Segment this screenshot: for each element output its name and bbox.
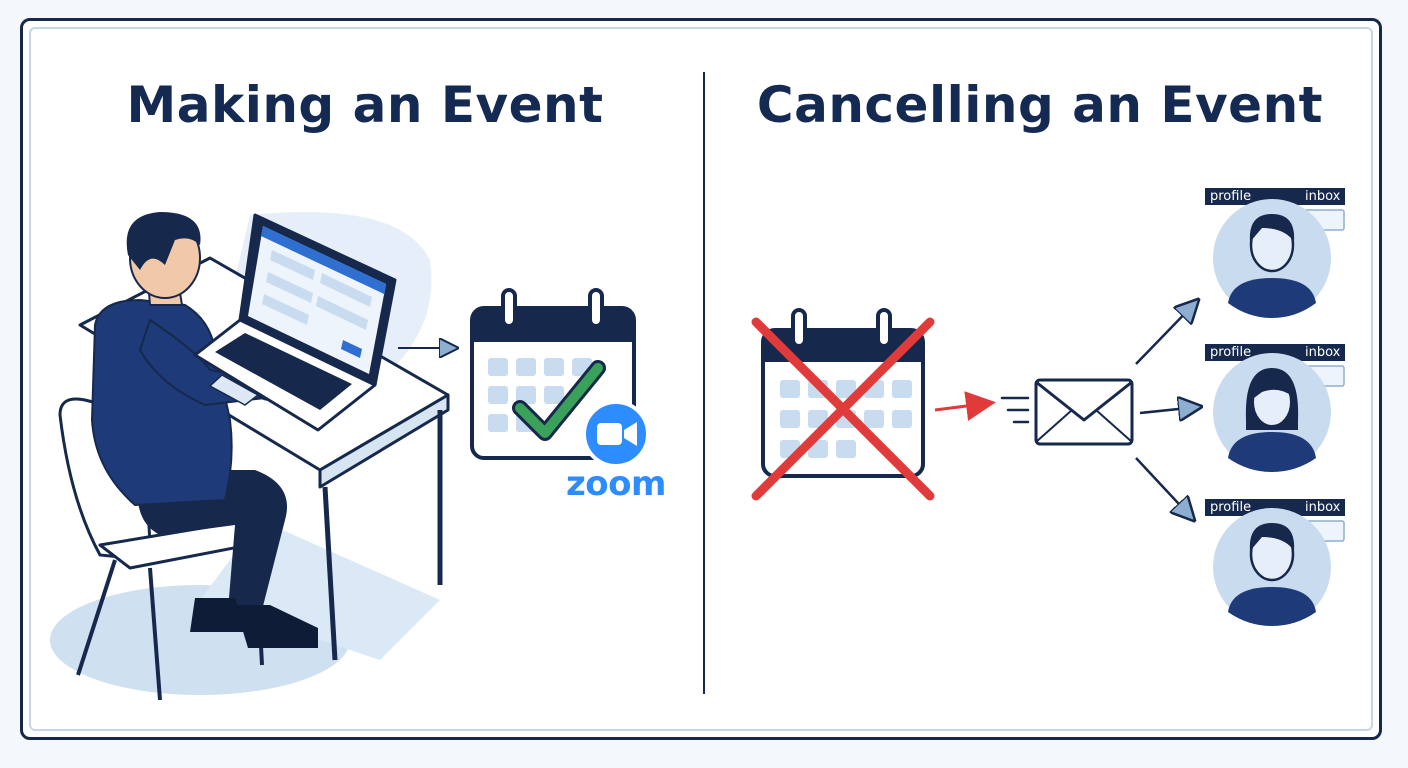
profile-tab-label: profile — [1210, 345, 1252, 360]
profile-tab-label: profile — [1210, 189, 1252, 204]
laptop-keyboard — [215, 333, 352, 410]
desk-edge — [318, 393, 450, 489]
recipient-card-3 — [1205, 499, 1345, 626]
inbox-tab-label: inbox — [1305, 500, 1341, 515]
person-shoe — [235, 605, 318, 648]
male-avatar-icon — [1228, 278, 1316, 318]
title-cancelling-event: Cancelling an Event — [756, 76, 1324, 134]
zoom-logo-text: zoom — [566, 464, 666, 504]
laptop-submit-button — [341, 340, 362, 358]
inner-frame — [29, 27, 1373, 731]
profile-tab-label: profile — [1210, 500, 1252, 515]
person-torso — [90, 298, 233, 507]
title-making-event: Making an Event — [126, 76, 604, 134]
laptop-form-field — [270, 250, 315, 280]
check-icon-fill — [515, 363, 603, 438]
person-at-desk-scene — [50, 212, 450, 701]
chair-leg — [76, 559, 117, 676]
arrow-to-recipient-3 — [1135, 457, 1192, 518]
panel-divider — [703, 72, 705, 694]
inbox-tab-label: inbox — [1305, 189, 1341, 204]
inbox-tab-label: inbox — [1305, 345, 1341, 360]
red-arrow-icon — [934, 391, 996, 421]
arrow-to-recipient-1 — [1135, 302, 1196, 365]
laptop-icon — [193, 213, 397, 432]
desk-leg — [322, 486, 338, 661]
cancelled-calendar-icon — [761, 308, 925, 478]
arrow-to-recipient-2 — [1139, 407, 1198, 413]
recipient-card-1 — [1205, 188, 1345, 318]
zoom-camera-icon — [582, 400, 650, 468]
speed-lines — [1000, 396, 1030, 424]
female-avatar-icon — [1228, 432, 1316, 472]
envelope-icon — [1034, 378, 1134, 446]
laptop-form-field — [262, 294, 309, 325]
laptop-trackpad — [208, 374, 260, 406]
chair-leg — [148, 567, 162, 701]
person-hair — [126, 212, 201, 270]
person-pants — [137, 470, 287, 610]
laptop-form-field — [316, 296, 368, 330]
laptop-form-field — [266, 272, 313, 303]
recipient-card-2 — [1205, 344, 1345, 472]
male-avatar-icon — [1228, 587, 1316, 626]
cross-icon — [751, 317, 935, 501]
laptop-title-bar — [261, 226, 386, 294]
person-shoe — [190, 598, 245, 632]
laptop-form-field — [320, 273, 372, 307]
